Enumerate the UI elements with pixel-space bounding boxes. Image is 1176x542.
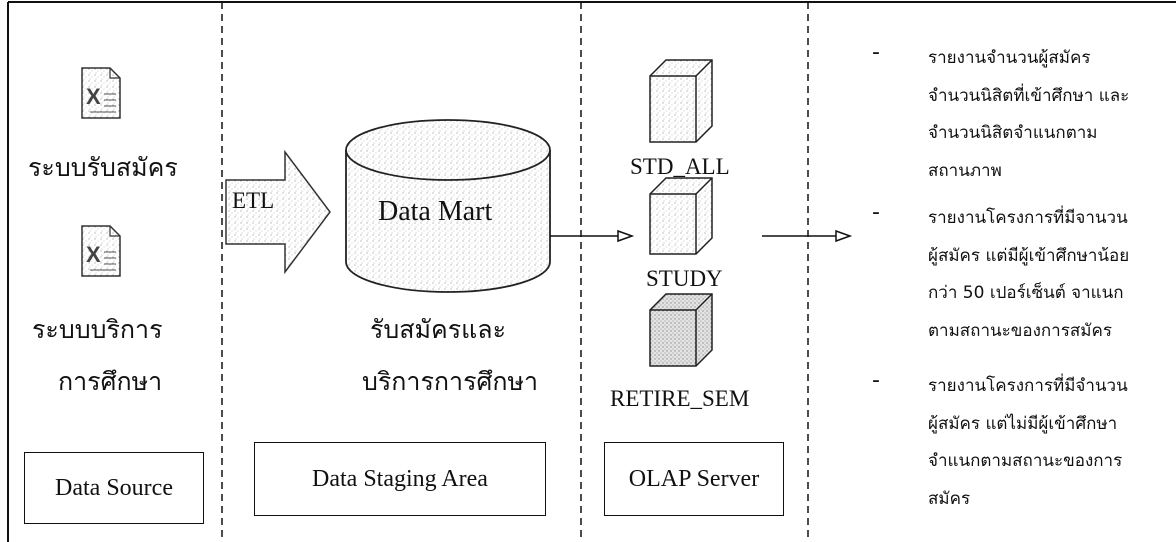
report-line: รายงานจำนวนผู้สมัคร <box>928 48 1091 68</box>
source-system-education-label-line2: การศึกษา <box>58 367 163 396</box>
report-bullet: - <box>872 200 880 225</box>
olap-to-reports-arrowhead <box>835 229 853 243</box>
data-staging-area-label: Data Staging Area <box>312 465 488 492</box>
source-system-education-label-line1: ระบบบริการ <box>32 315 163 344</box>
data-mart-caption-line1: รับสมัครและ <box>370 315 507 344</box>
cube-label-retire-sem: RETIRE_SEM <box>610 386 750 411</box>
report-line: จำนวนนิสิตจำแนกตาม <box>928 123 1098 143</box>
data-source-label: Data Source <box>55 474 173 501</box>
excel-file-icon: X <box>81 67 121 119</box>
source-system-admission-label: ระบบรับสมัคร <box>28 153 178 182</box>
data-mart-label: Data Mart <box>378 196 493 227</box>
etl-label: ETL <box>232 188 275 213</box>
database-cylinder-icon <box>345 119 551 293</box>
report-item: - รายงานจำนวนผู้สมัคร จำนวนนิสิตที่เข้าศ… <box>866 40 1166 190</box>
svg-text:X: X <box>86 84 101 109</box>
report-line: กว่า 50 เปอร์เซ็นต์ จาแนก <box>928 283 1124 303</box>
report-line: จำแนกตามสถานะของการ <box>928 451 1123 471</box>
datamart-to-olap-arrowhead <box>617 229 635 243</box>
data-staging-area-box: Data Staging Area <box>254 442 546 516</box>
report-bullet: - <box>872 368 880 393</box>
cube-label-study: STUDY <box>646 266 723 291</box>
report-line: สถานภาพ <box>928 160 1002 181</box>
cube-label-std-all: STD_ALL <box>630 154 730 179</box>
svg-text:X: X <box>86 242 101 267</box>
olap-server-box: OLAP Server <box>604 442 784 516</box>
report-item: - รายงานโครงการที่มีจานวน ผู้สมัคร แต่มี… <box>866 200 1166 350</box>
report-item: - รายงานโครงการที่มีจำนวน ผู้สมัคร แต่ไม… <box>866 368 1166 518</box>
olap-server-label: OLAP Server <box>628 465 760 492</box>
data-source-box: Data Source <box>24 452 204 524</box>
report-line: สมัคร <box>928 488 971 509</box>
cube-icon <box>649 59 713 143</box>
report-line: รายงานโครงการที่มีจานวน <box>928 208 1128 228</box>
report-line: รายงานโครงการที่มีจำนวน <box>928 376 1128 396</box>
data-mart-caption-line2: บริการการศึกษา <box>362 367 539 396</box>
report-line: ผู้สมัคร แต่มีผู้เข้าศึกษาน้อย <box>928 245 1130 266</box>
report-line: ผู้สมัคร แต่ไม่มีผู้เข้าศึกษา <box>928 413 1118 434</box>
report-line: จำนวนนิสิตที่เข้าศึกษา และ <box>928 85 1130 106</box>
cube-icon <box>649 177 713 255</box>
excel-file-icon: X <box>81 225 121 277</box>
etl-arrow <box>225 149 331 275</box>
cube-icon <box>649 293 713 367</box>
report-bullet: - <box>872 40 880 65</box>
report-line: ตามสถานะของการสมัคร <box>928 320 1112 341</box>
